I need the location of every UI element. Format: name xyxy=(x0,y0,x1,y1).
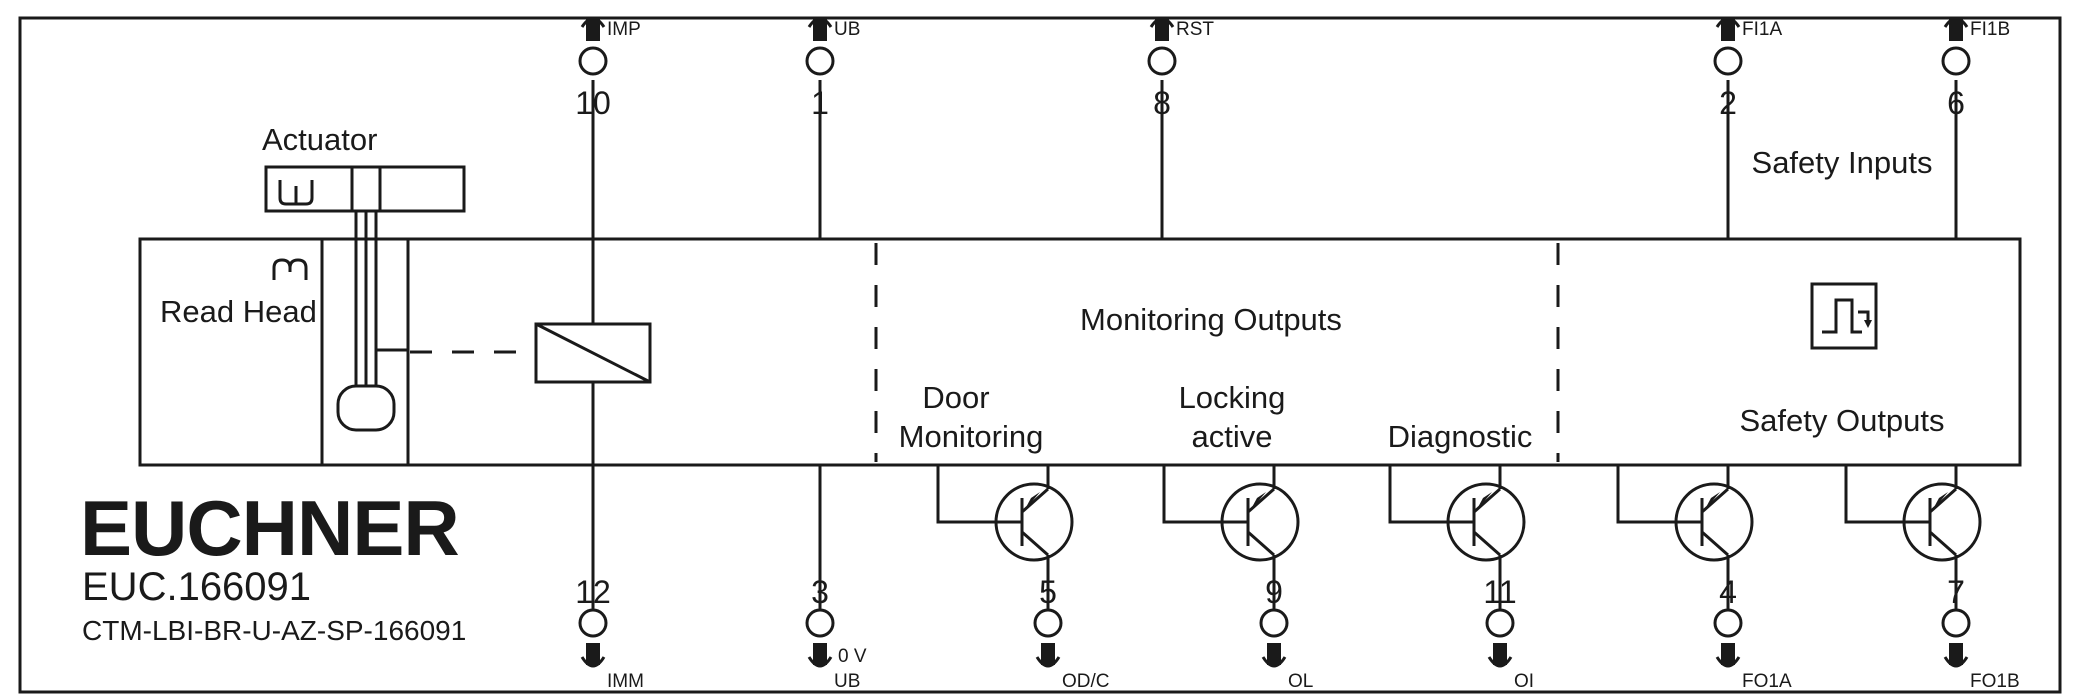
pin-number: 2 xyxy=(1719,85,1737,121)
pin-number: 10 xyxy=(575,85,611,121)
pin-number: 9 xyxy=(1265,574,1283,610)
terminal-icon xyxy=(578,608,608,668)
terminal-icon xyxy=(1259,608,1289,668)
actuator-label: Actuator xyxy=(262,122,377,157)
pin-signal: IMM xyxy=(607,671,644,692)
output-transistor-2 xyxy=(1162,465,1300,610)
pin-number: 12 xyxy=(575,574,611,610)
output-transistor-4 xyxy=(1616,465,1754,610)
bottom-wires xyxy=(591,424,822,610)
pin-signal: FI1A xyxy=(1742,19,1782,40)
transistor-icon xyxy=(1902,482,1982,562)
pin-number: 8 xyxy=(1153,85,1171,121)
locking-active-label-2: active xyxy=(1192,419,1273,454)
terminal-icon xyxy=(805,17,835,76)
model-number: EUC.166091 xyxy=(82,565,311,609)
pin-signal: RST xyxy=(1176,19,1214,40)
part-number: CTM-LBI-BR-U-AZ-SP-166091 xyxy=(82,615,466,646)
output-transistor-5 xyxy=(1844,465,1982,610)
pin-number: 7 xyxy=(1947,574,1965,610)
top-pin-1: 10 IMP xyxy=(575,17,641,121)
terminal-icon xyxy=(1485,608,1515,668)
pin-number: 3 xyxy=(811,574,829,610)
read-head-coil-icon xyxy=(272,258,308,280)
pin-signal: FO1A xyxy=(1742,671,1792,692)
pin-signal: IMP xyxy=(607,19,641,40)
transistor-icon xyxy=(1674,482,1754,562)
pin-signal: FO1B xyxy=(1970,671,2020,692)
safety-inputs-label: Safety Inputs xyxy=(1752,145,1933,180)
pin-signal: OL xyxy=(1288,671,1313,692)
top-pins: 10 IMP 1 UB 8 RST 2 FI1A 6 FI1B xyxy=(575,17,2010,121)
diagnostic-label: Diagnostic xyxy=(1388,419,1533,454)
pin-signal: FI1B xyxy=(1970,19,2010,40)
output-transistor-3 xyxy=(1388,465,1526,610)
pin-signal-secondary: 0 V xyxy=(838,646,867,667)
device-body xyxy=(138,237,2022,467)
transistor-icon xyxy=(1446,482,1526,562)
terminal-icon xyxy=(1147,17,1177,76)
actuator-symbol xyxy=(264,165,466,432)
terminal-icon xyxy=(1941,17,1971,76)
relay-coil-icon xyxy=(534,282,652,424)
pin-number: 1 xyxy=(811,85,829,121)
monitoring-outputs-label: Monitoring Outputs xyxy=(1080,302,1342,337)
pin-signal: OD/C xyxy=(1062,671,1110,692)
top-pin-5: 6 FI1B xyxy=(1941,17,2010,121)
terminal-icon xyxy=(805,608,835,668)
door-monitoring-label-2: Monitoring xyxy=(899,419,1044,454)
pin-signal: OI xyxy=(1514,671,1534,692)
output-transistors xyxy=(936,465,1982,610)
door-monitoring-label-1: Door xyxy=(922,380,989,415)
read-head-label: Read Head xyxy=(160,294,317,329)
safety-function-icon xyxy=(1810,282,1878,350)
outer-frame xyxy=(18,16,2062,694)
top-pin-4: 2 FI1A xyxy=(1713,17,1782,121)
pin-number: 11 xyxy=(1483,574,1516,610)
transistor-icon xyxy=(1220,482,1300,562)
pin-signal: UB xyxy=(834,19,860,40)
top-wires xyxy=(591,80,1958,282)
locking-active-label-1: Locking xyxy=(1179,380,1286,415)
terminal-icon xyxy=(1713,17,1743,76)
bottom-pin-3: 5OD/C xyxy=(1033,574,1110,692)
pin-number: 4 xyxy=(1719,574,1737,610)
terminal-icon xyxy=(1033,608,1063,668)
terminal-icon xyxy=(578,17,608,76)
top-pin-3: 8 RST xyxy=(1147,17,1214,121)
pin-number: 6 xyxy=(1947,85,1965,121)
brand-logo: EUCHNER xyxy=(80,484,459,572)
pin-number: 5 xyxy=(1039,574,1057,610)
terminal-icon xyxy=(1713,608,1743,668)
transistor-icon xyxy=(994,482,1074,562)
output-transistor-1 xyxy=(936,465,1074,610)
pin-signal: UB xyxy=(834,671,860,692)
safety-outputs-label: Safety Outputs xyxy=(1739,403,1944,438)
terminal-icon xyxy=(1941,608,1971,668)
bottom-pin-2: 3UB 0 V xyxy=(805,574,867,692)
top-pin-2: 1 UB xyxy=(805,17,860,121)
bottom-pin-4: 9OL xyxy=(1259,574,1313,692)
